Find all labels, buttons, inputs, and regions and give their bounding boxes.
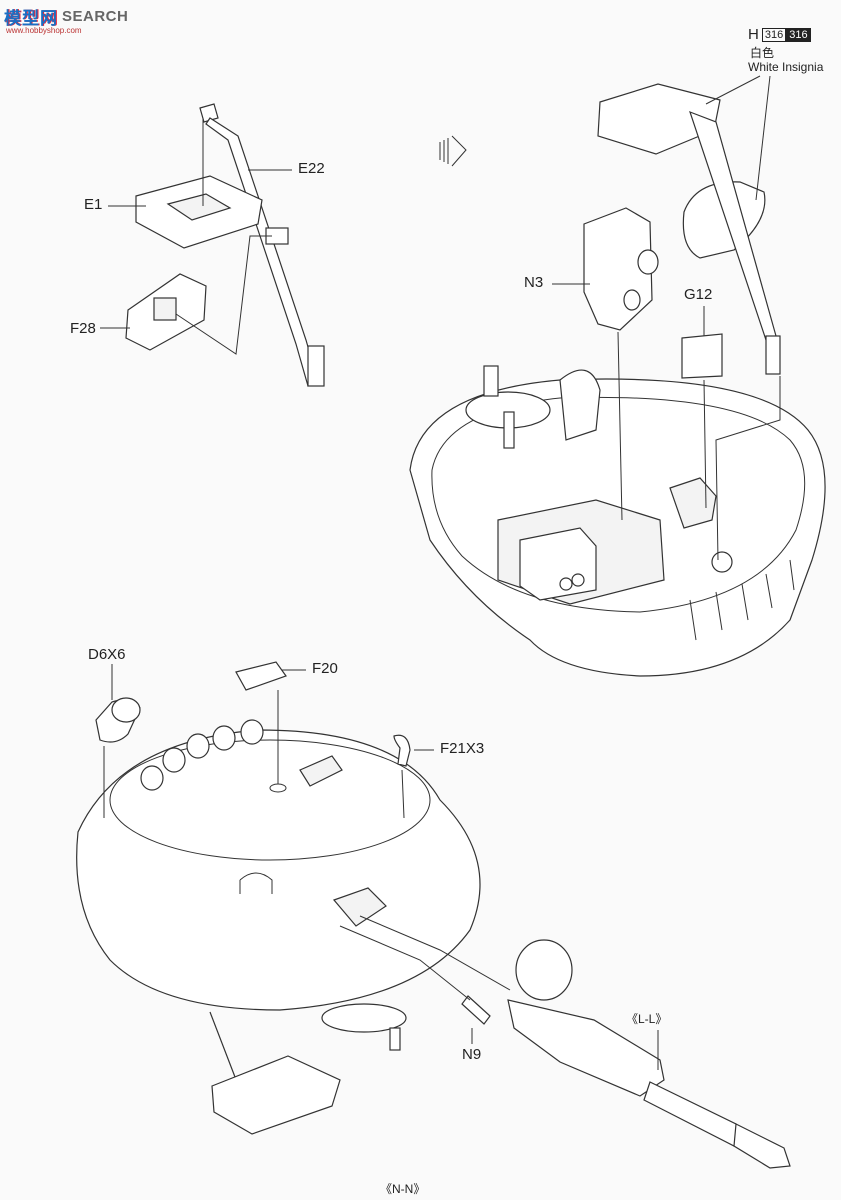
label-g12: G12: [684, 286, 713, 303]
mantlet-mount: [332, 887, 387, 927]
guide-line-g12: [703, 379, 707, 509]
label-e1: E1: [84, 196, 103, 213]
part-e1-mount: [166, 193, 232, 221]
turret-roof: [109, 739, 431, 861]
interior-g12-mount: [669, 477, 717, 529]
guide-line-n3: [617, 331, 623, 521]
part-e22-top: [199, 103, 219, 123]
turret-base: [321, 1003, 407, 1033]
watermark: 模型网 SEARCH: [4, 4, 128, 28]
part-d6x6-bore: [111, 697, 141, 723]
bottom-seat-plate: [211, 1055, 341, 1135]
turret-exterior: [76, 661, 791, 1169]
turret-base-screw: [389, 1027, 401, 1051]
label-f20: F20: [312, 660, 338, 677]
decal-color-en: White Insignia: [748, 60, 824, 74]
watermark-url: www.hobbyshop.com: [6, 26, 82, 35]
watermark-text: SEARCH: [62, 7, 129, 25]
hull-handle: [239, 872, 273, 894]
interior-hole: [711, 551, 733, 573]
decal-color-cn: 白色: [750, 46, 775, 60]
label-n9: N9: [462, 1046, 482, 1063]
watermark-logo: 模型网: [4, 8, 58, 28]
interior-box: [519, 527, 597, 601]
part-periscope-end: [765, 335, 781, 375]
guide-line-n9: [339, 925, 471, 1001]
part-g12: [681, 333, 723, 379]
turret-rim: [431, 396, 806, 613]
guide-line-f28: [175, 235, 272, 355]
mg-muzzle: [733, 1123, 791, 1169]
smoke-dischargers: [140, 719, 264, 791]
guide-line-mg: [359, 915, 511, 991]
part-n3-port-b: [623, 289, 641, 311]
decal-letter: H: [748, 26, 759, 43]
mg-drum: [515, 939, 573, 1001]
label-f28: F28: [70, 320, 96, 337]
direction-arrow: [439, 135, 467, 167]
roof-block: [299, 755, 343, 787]
part-f20: [235, 661, 287, 691]
decal-reference: H 316 316: [748, 26, 811, 43]
periscope-subassembly: [100, 103, 325, 387]
part-f28-inset: [153, 297, 177, 321]
turret-interior: [409, 75, 826, 677]
label-nn: 《N-N》: [380, 1182, 426, 1196]
interior-seat-screw: [483, 365, 499, 397]
guide-line-periscope: [715, 376, 781, 561]
part-n3-port: [637, 249, 659, 275]
guide-line-f21x3: [401, 769, 405, 819]
interior-port-a: [559, 577, 573, 591]
leader-decal-a: [705, 75, 761, 105]
label-d6x6: D6X6: [88, 646, 126, 663]
part-e22-end: [307, 345, 325, 387]
part-f21x3: [393, 734, 411, 767]
decal-code-b: 316: [786, 27, 811, 42]
mg-barrel: [643, 1081, 745, 1147]
interior-seat-post: [503, 411, 515, 449]
interior-port-b: [571, 573, 585, 587]
label-n3: N3: [524, 274, 544, 291]
part-n9: [461, 995, 491, 1025]
turret-ribs: [689, 559, 795, 641]
leader-decal-b: [755, 75, 771, 201]
label-e22: E22: [298, 160, 325, 177]
decal-code-a: 316: [761, 27, 787, 42]
label-f21x3: F21X3: [440, 740, 485, 757]
interior-sight: [559, 369, 601, 441]
label-ll: 《L-L》: [626, 1012, 668, 1026]
